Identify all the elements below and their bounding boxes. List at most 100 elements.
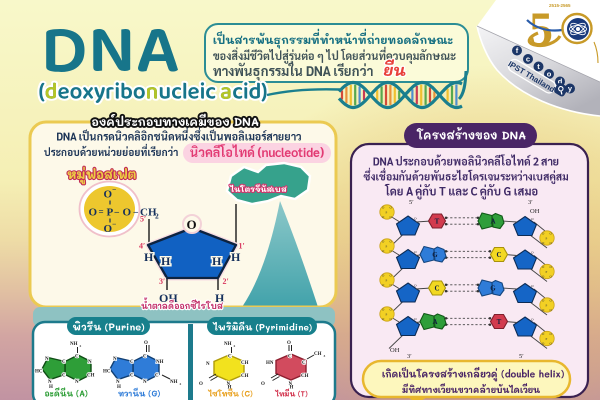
svg-text:O: O bbox=[542, 232, 545, 236]
svg-text:O: O bbox=[531, 284, 534, 288]
svg-text:O: O bbox=[550, 332, 553, 336]
svg-text:O: O bbox=[104, 223, 113, 235]
svg-text:N: N bbox=[143, 380, 147, 385]
svg-text:P: P bbox=[386, 211, 388, 215]
svg-text:O: O bbox=[382, 249, 385, 253]
svg-text:P: P bbox=[107, 207, 114, 219]
svg-text:O: O bbox=[550, 265, 553, 269]
svg-text:C: C bbox=[62, 374, 66, 379]
svg-text:O: O bbox=[390, 283, 393, 287]
svg-text:O: O bbox=[550, 299, 553, 303]
svg-text:O: O bbox=[390, 249, 393, 253]
svg-text:N: N bbox=[88, 360, 92, 365]
svg-text:CH: CH bbox=[140, 207, 157, 219]
svg-text:C: C bbox=[228, 355, 232, 360]
svg-text:C: C bbox=[75, 355, 79, 360]
svg-text:N: N bbox=[289, 382, 293, 387]
svg-text:O: O bbox=[542, 275, 545, 279]
svg-text:H: H bbox=[228, 386, 232, 391]
svg-text:t: t bbox=[537, 62, 540, 71]
svg-text:O: O bbox=[382, 283, 385, 287]
svg-text:P: P bbox=[386, 313, 388, 317]
svg-text:O: O bbox=[550, 342, 553, 346]
svg-text:O: O bbox=[542, 241, 545, 245]
svg-text:=: = bbox=[99, 207, 104, 217]
svg-text:N: N bbox=[116, 380, 120, 385]
svg-text:O: O bbox=[144, 341, 148, 346]
svg-text:A: A bbox=[490, 218, 495, 226]
svg-text:2: 2 bbox=[234, 344, 236, 348]
svg-text:C: C bbox=[62, 360, 66, 365]
svg-text:–: – bbox=[114, 207, 120, 217]
svg-text:P: P bbox=[546, 304, 548, 308]
svg-text:O: O bbox=[382, 274, 385, 278]
svg-text:O: O bbox=[104, 189, 113, 201]
svg-text:O: O bbox=[390, 317, 393, 321]
svg-text:–: – bbox=[133, 207, 139, 217]
svg-text:2′: 2′ bbox=[223, 277, 229, 286]
svg-text:P: P bbox=[546, 270, 548, 274]
svg-text:2: 2 bbox=[155, 212, 159, 221]
svg-text:N: N bbox=[75, 380, 79, 385]
svg-text:4′: 4′ bbox=[139, 242, 145, 251]
svg-text:y: y bbox=[568, 84, 573, 93]
svg-text:O: O bbox=[382, 308, 385, 312]
svg-text:NH: NH bbox=[170, 380, 178, 385]
svg-text:OH: OH bbox=[390, 347, 400, 354]
svg-text:O: O bbox=[550, 232, 553, 236]
svg-text:O: O bbox=[542, 332, 545, 336]
svg-text:O: O bbox=[382, 206, 385, 210]
svg-text:HC: HC bbox=[103, 370, 111, 375]
svg-text:O: O bbox=[390, 308, 393, 312]
svg-text:N: N bbox=[206, 362, 210, 367]
svg-text:O: O bbox=[390, 240, 393, 244]
svg-text:N: N bbox=[113, 357, 117, 362]
svg-text:P: P bbox=[546, 237, 548, 241]
svg-text:3: 3 bbox=[324, 354, 326, 358]
svg-text:C: C bbox=[288, 355, 292, 360]
svg-text:A: A bbox=[432, 318, 437, 326]
svg-text:O: O bbox=[287, 341, 291, 346]
svg-text:O: O bbox=[550, 241, 553, 245]
svg-text:3′: 3′ bbox=[407, 353, 412, 360]
svg-text:CH: CH bbox=[241, 361, 249, 366]
svg-text:P: P bbox=[546, 337, 548, 341]
svg-text:3′: 3′ bbox=[159, 277, 165, 286]
svg-text:3′: 3′ bbox=[528, 199, 533, 206]
svg-text:C: C bbox=[130, 360, 134, 365]
svg-text:O: O bbox=[382, 317, 385, 321]
svg-text:O: O bbox=[390, 206, 393, 210]
svg-text:O: O bbox=[390, 215, 393, 219]
svg-text:N: N bbox=[45, 357, 49, 362]
svg-text:C: C bbox=[155, 374, 159, 379]
svg-text:O: O bbox=[414, 317, 417, 321]
svg-text:CH: CH bbox=[301, 374, 309, 379]
svg-text:O: O bbox=[542, 342, 545, 346]
svg-text:P: P bbox=[386, 245, 388, 249]
svg-text:f: f bbox=[516, 46, 519, 55]
svg-text:H: H bbox=[144, 250, 154, 264]
svg-text:NH: NH bbox=[70, 342, 78, 347]
svg-text:O: O bbox=[542, 265, 545, 269]
svg-text:5′: 5′ bbox=[140, 215, 146, 224]
svg-text:d: d bbox=[558, 77, 563, 86]
svg-text:O: O bbox=[390, 274, 393, 278]
svg-text:G: G bbox=[432, 251, 438, 259]
svg-text:H: H bbox=[212, 254, 222, 268]
svg-text:C: C bbox=[130, 374, 134, 379]
svg-text:1′: 1′ bbox=[239, 242, 245, 251]
svg-text:5′: 5′ bbox=[519, 353, 524, 360]
svg-text:H: H bbox=[231, 250, 241, 264]
svg-text:HN: HN bbox=[266, 361, 274, 366]
svg-text:2515-2565: 2515-2565 bbox=[549, 3, 571, 8]
svg-text:O: O bbox=[531, 251, 534, 255]
svg-text:C: C bbox=[496, 251, 501, 259]
svg-text:O: O bbox=[261, 382, 265, 387]
svg-text:N: N bbox=[48, 380, 52, 385]
svg-text:C: C bbox=[434, 285, 439, 293]
svg-text:O: O bbox=[187, 217, 197, 232]
svg-text:CH: CH bbox=[241, 374, 249, 379]
svg-text:O: O bbox=[414, 217, 417, 221]
svg-text:O: O bbox=[199, 382, 203, 387]
svg-text:O: O bbox=[542, 299, 545, 303]
